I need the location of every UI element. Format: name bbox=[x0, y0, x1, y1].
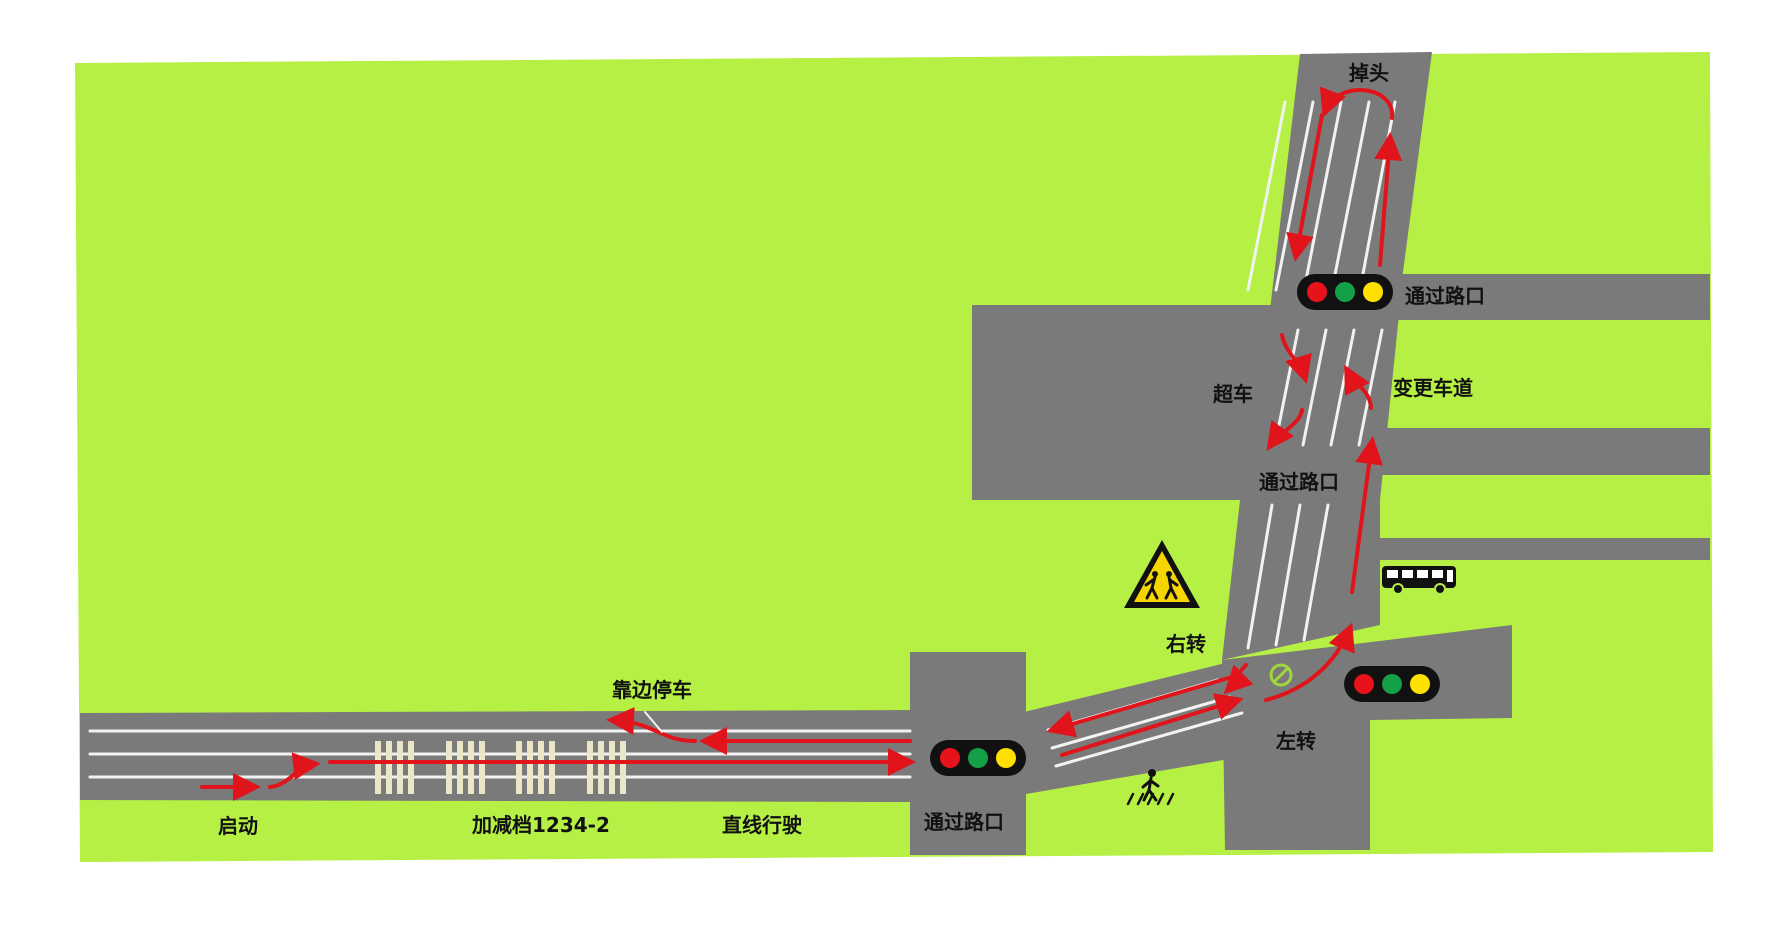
speed-bumps bbox=[375, 741, 626, 794]
u-turn-arrow bbox=[1374, 132, 1403, 267]
bus-stop-icon bbox=[1382, 566, 1456, 595]
label-intersection-3: 通过路口 bbox=[1405, 284, 1485, 308]
u-turn-loop-arrow bbox=[1319, 86, 1395, 120]
vertical-road-lower bbox=[1222, 470, 1380, 660]
label-intersection-2: 通过路口 bbox=[1259, 470, 1339, 494]
overtake-arrow-1 bbox=[1280, 333, 1312, 384]
diagonal-outbound-arrow bbox=[1060, 693, 1244, 757]
side-road-middle bbox=[1380, 428, 1710, 475]
right-turn-arrow bbox=[1223, 663, 1254, 695]
label-intersection-1: 通过路口 bbox=[924, 810, 1004, 834]
side-road-bottom bbox=[1370, 538, 1710, 560]
diagonal-return-arrow bbox=[1046, 675, 1234, 738]
label-overtake: 超车 bbox=[1213, 382, 1253, 406]
prohibition-icon bbox=[1269, 663, 1293, 687]
side-road-top bbox=[1390, 274, 1710, 320]
traffic-light-icon bbox=[930, 740, 1026, 776]
label-straight-drive: 直线行驶 bbox=[722, 813, 802, 837]
start-lane-change-arrow bbox=[268, 752, 321, 789]
southbound-arrow bbox=[1286, 113, 1324, 262]
children-crossing-sign-icon bbox=[1124, 540, 1200, 608]
overtake-arrow-2 bbox=[1266, 408, 1304, 451]
lane-markings bbox=[88, 100, 1397, 779]
lane-change-arrow bbox=[1344, 364, 1373, 410]
traffic-light-icon bbox=[1297, 274, 1393, 310]
label-lane-change: 变更车道 bbox=[1393, 376, 1473, 400]
left-turn-arrow bbox=[1264, 622, 1355, 702]
traffic-light-icon bbox=[1344, 666, 1440, 702]
label-gear-shift: 加减档1234-2 bbox=[472, 813, 610, 837]
label-pull-over: 靠边停车 bbox=[612, 678, 692, 702]
label-start: 启动 bbox=[218, 814, 258, 838]
label-u-turn: 掉头 bbox=[1349, 61, 1389, 85]
route-arrows bbox=[200, 86, 1403, 801]
pedestrian-crosswalk-icon bbox=[1126, 769, 1175, 806]
pull-over-arrow bbox=[606, 707, 697, 743]
label-left-turn: 左转 bbox=[1276, 729, 1316, 753]
north-drive-arrow bbox=[1350, 436, 1383, 594]
pull-over-pointer bbox=[644, 711, 663, 733]
label-right-turn: 右转 bbox=[1166, 632, 1206, 656]
